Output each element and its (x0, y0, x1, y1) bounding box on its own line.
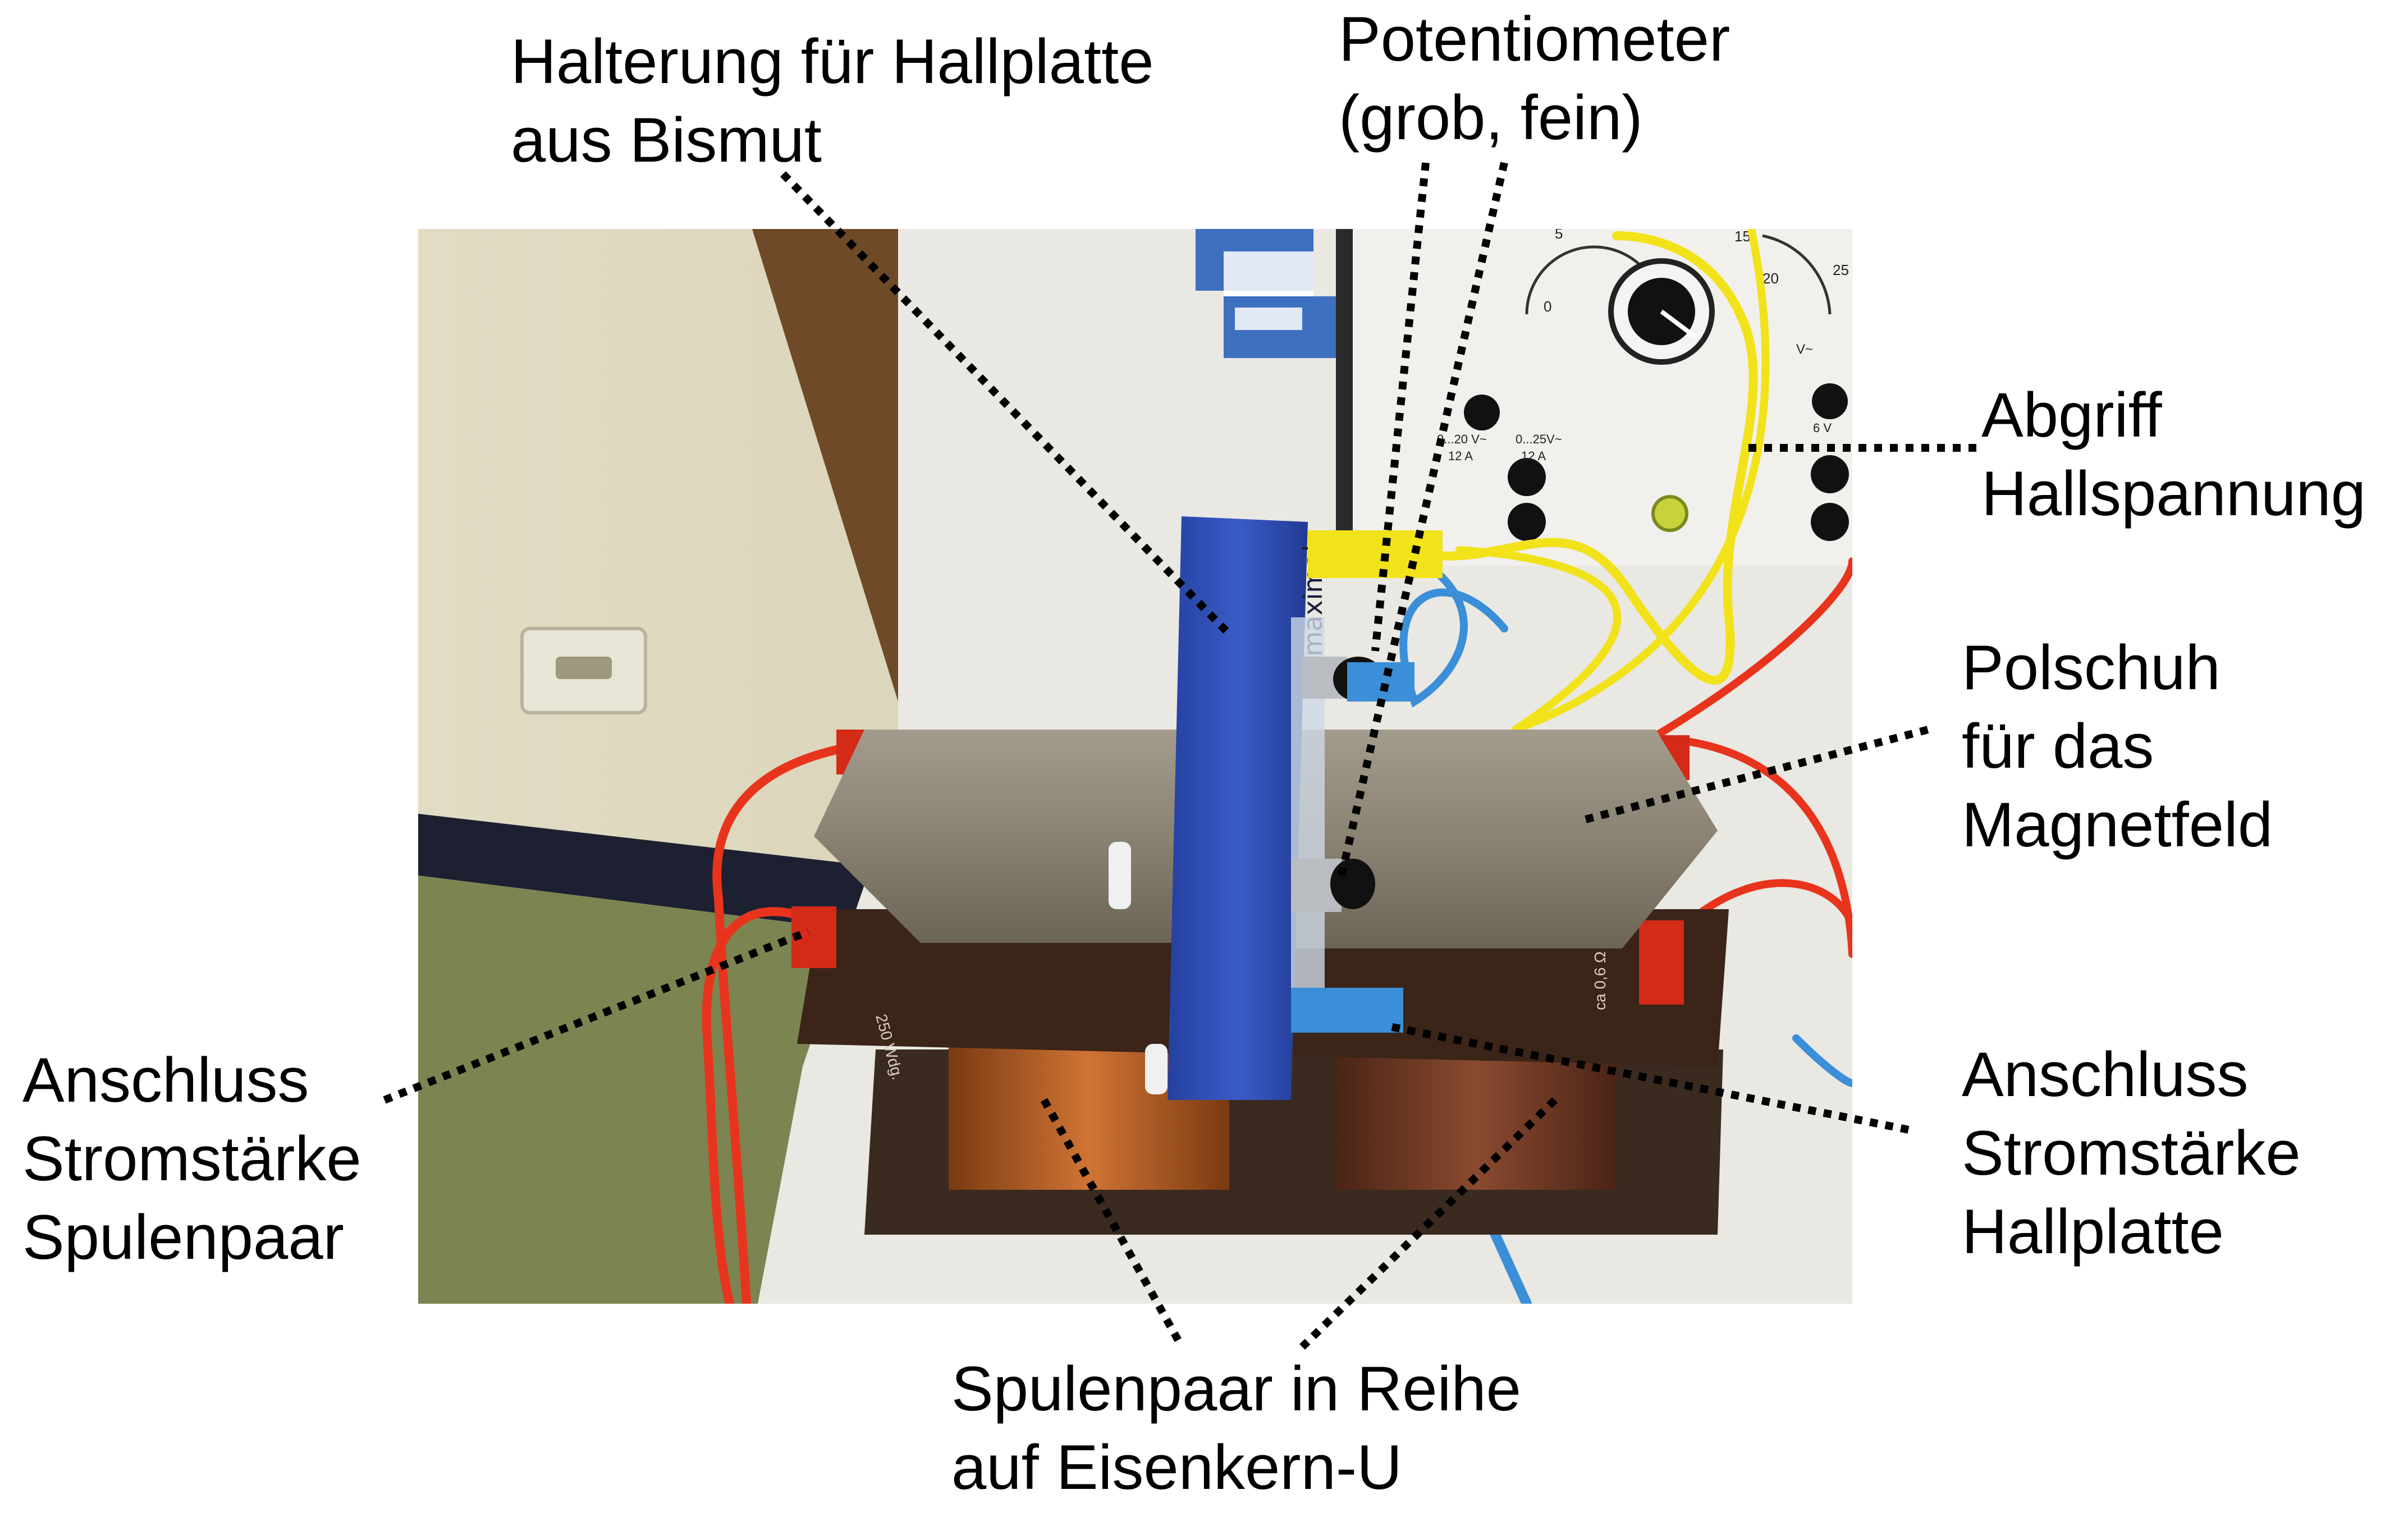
label-potentiometer: Potentiometer (grob, fein) (1339, 0, 1730, 157)
label-anschluss-hallplatte-line1: Anschluss (1962, 1039, 2249, 1110)
dial-tick-0: 0 (1544, 298, 1551, 315)
leader-polschuh (1585, 726, 1929, 823)
coil-right (1336, 1044, 1617, 1190)
leader-halterung (780, 171, 1233, 637)
label-abgriff: Abgriff Hallspannung (1981, 376, 2366, 533)
red-terminal-bottom-right (1639, 920, 1684, 1005)
power-supply: 0 5 15 20 25 0...20 V~ 12 A 0...25V~ 12 … (1336, 225, 1852, 566)
leader-spulenpaar-2 (1299, 1097, 1558, 1350)
label-potentiometer-line1: Potentiometer (1339, 4, 1731, 74)
blue-plug-top (1347, 662, 1414, 702)
label-polschuh-line1: Polschuh (1962, 632, 2221, 703)
label-anschluss-hallplatte-line3: Hallplatte (1962, 1197, 2224, 1267)
supply-label-4: 12 A (1521, 449, 1546, 463)
supply-label-1: 0...20 V~ (1437, 432, 1487, 446)
supply-label-3: 0...25V~ (1516, 432, 1562, 446)
photo-content: 0 5 15 20 25 0...20 V~ 12 A 0...25V~ 12 … (418, 225, 1852, 1304)
dial-tick-5: 5 (1555, 225, 1563, 242)
label-anschluss-hallplatte-line2: Stromstärke (1962, 1118, 2301, 1188)
dial-tick-25: 25 (1833, 262, 1849, 278)
label-polschuh-line3: Magnetfeld (1962, 790, 2273, 860)
leader-anschluss-spulen (383, 928, 810, 1104)
battery-boxes (1196, 229, 1336, 358)
coil-label-right: ca 0,6 Ω (1591, 951, 1609, 1010)
label-spulenpaar-line1: Spulenpaar in Reihe (951, 1354, 1521, 1424)
pole-piece-left (814, 730, 1190, 943)
leader-potentiometer-1 (1371, 162, 1430, 652)
leader-potentiometer-2 (1338, 162, 1508, 877)
supply-label-2: 12 A (1448, 449, 1473, 463)
label-anschluss-spulenpaar-line3: Spulenpaar (22, 1202, 344, 1272)
label-halterung: Halterung für Hallplatte aus Bismut (511, 22, 1153, 180)
pole-piece-right (1291, 730, 1718, 948)
blue-plug-bottom (1291, 988, 1403, 1033)
label-anschluss-spulenpaar-line2: Stromstärke (22, 1124, 361, 1194)
label-halterung-line2: aus Bismut (511, 105, 822, 175)
supply-label-6: 6 V (1813, 421, 1832, 435)
leader-lines (383, 162, 1981, 1350)
supply-label-5: V~ (1796, 342, 1813, 357)
label-anschluss-hallplatte: Anschluss Stromstärke Hallplatte (1962, 1035, 2301, 1271)
label-spulenpaar-line2: auf Eisenkern-U (951, 1432, 1403, 1502)
leader-anschluss-hall (1391, 1023, 1915, 1135)
cables (702, 229, 1852, 1304)
label-polschuh-line2: für das (1962, 711, 2154, 781)
label-polschuh: Polschuh für das Magnetfeld (1962, 629, 2273, 864)
label-abgriff-line2: Hallspannung (1981, 459, 2366, 529)
label-halterung-line1: Halterung für Hallplatte (511, 26, 1154, 97)
label-anschluss-spulenpaar: Anschluss Stromstärke Spulenpaar (22, 1041, 361, 1277)
hall-plate-holder (1168, 516, 1308, 1100)
label-abgriff-line1: Abgriff (1981, 380, 2162, 450)
label-potentiometer-line2: (grob, fein) (1339, 82, 1643, 153)
dial-tick-20: 20 (1762, 270, 1779, 287)
label-anschluss-spulenpaar-line1: Anschluss (22, 1045, 309, 1115)
label-spulenpaar: Spulenpaar in Reihe auf Eisenkern-U (951, 1350, 1521, 1507)
